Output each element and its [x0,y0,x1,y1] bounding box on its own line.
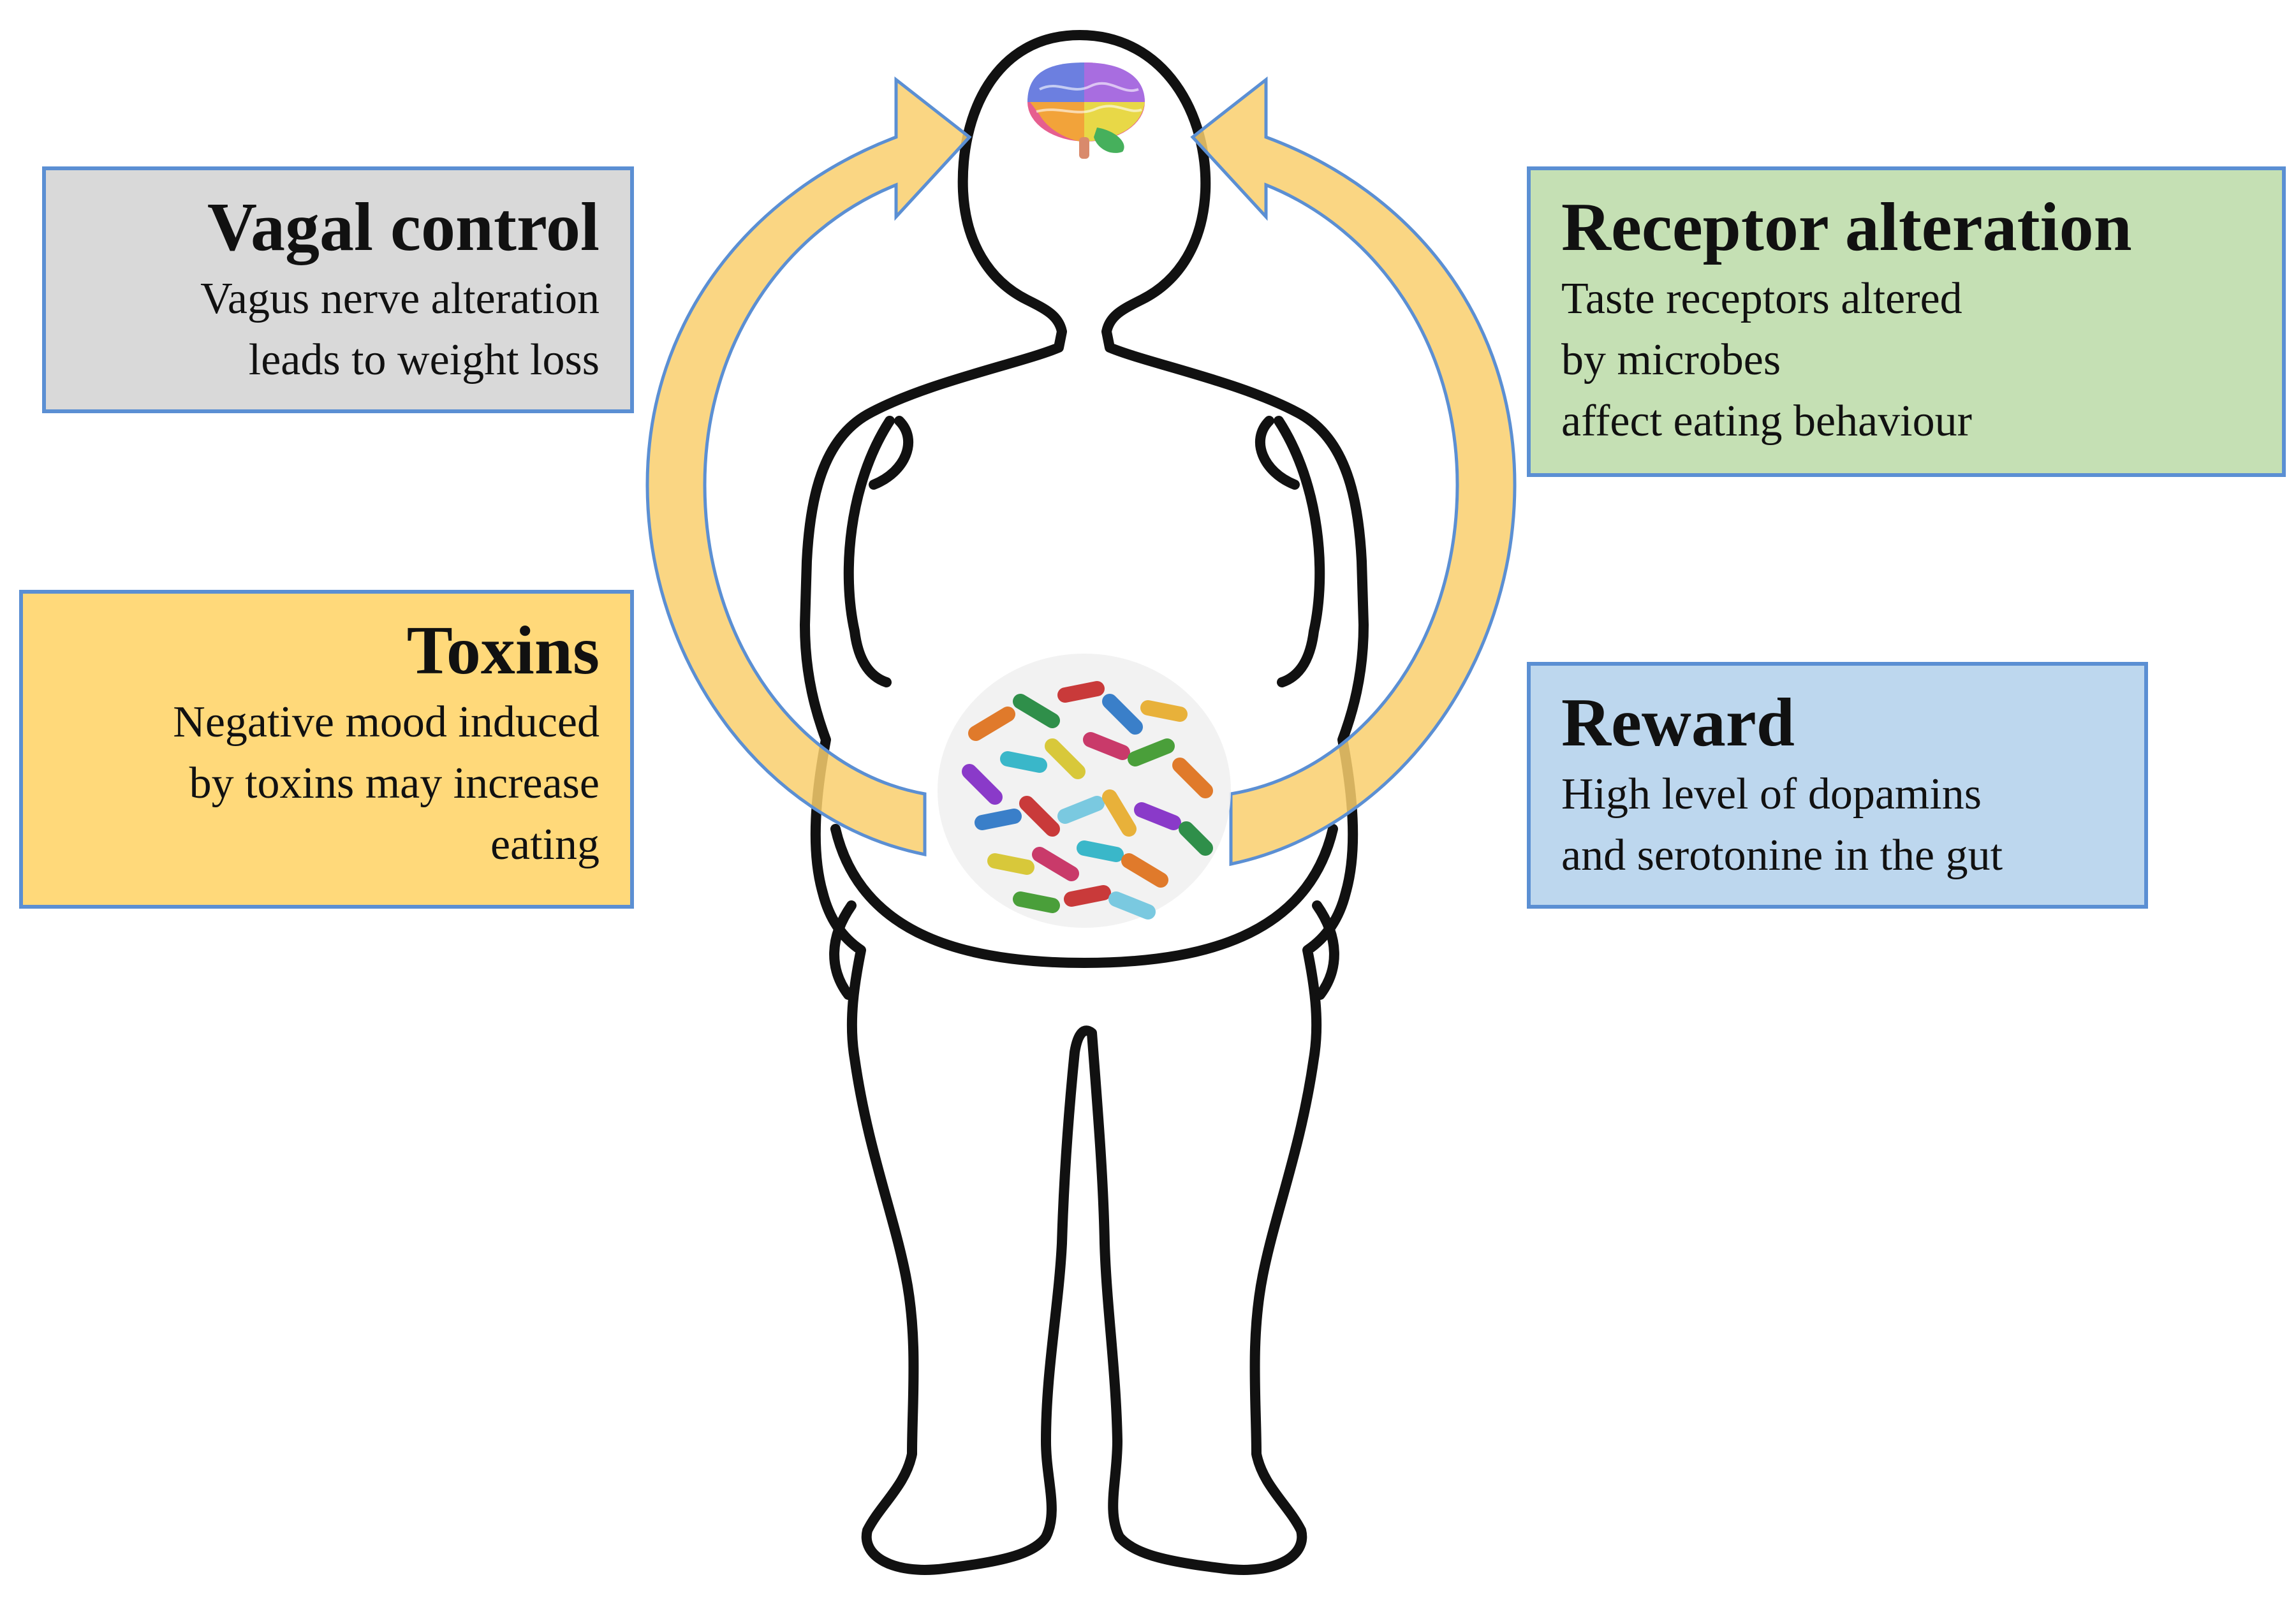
gut-microbes-icon [938,654,1231,928]
reward-line-1: High level of dopamins [1561,770,1982,819]
toxins-title: Toxins [406,613,600,689]
vagal-control-title: Vagal control [207,189,600,265]
reward-line-2: and serotonine in the gut [1561,831,2003,880]
toxins-line-1: Negative mood induced [173,698,600,747]
vagal-control-box: Vagal control Vagus nerve alteration lea… [42,166,634,413]
left-curved-arrow [645,76,972,857]
reward-title: Reward [1561,685,1795,761]
toxins-box: Toxins Negative mood induced by toxins m… [19,590,634,909]
receptor-alteration-title: Receptor alteration [1561,189,2132,265]
body-silhouette [800,30,1369,1575]
receptor-alteration-line-2: by microbes [1561,335,1781,385]
reward-box: Reward High level of dopamins and seroto… [1527,662,2148,909]
receptor-alteration-line-3: affect eating behaviour [1561,397,1972,446]
toxins-line-2: by toxins may increase [189,759,600,808]
brain-icon [1027,62,1145,159]
receptor-alteration-box: Receptor alteration Taste receptors alte… [1527,166,2286,477]
toxins-line-3: eating [490,820,600,869]
vagal-control-line-2: leads to weight loss [248,335,600,385]
vagal-control-line-1: Vagus nerve alteration [200,274,600,323]
receptor-alteration-line-1: Taste receptors altered [1561,274,1962,323]
right-curved-arrow [1190,76,1517,867]
